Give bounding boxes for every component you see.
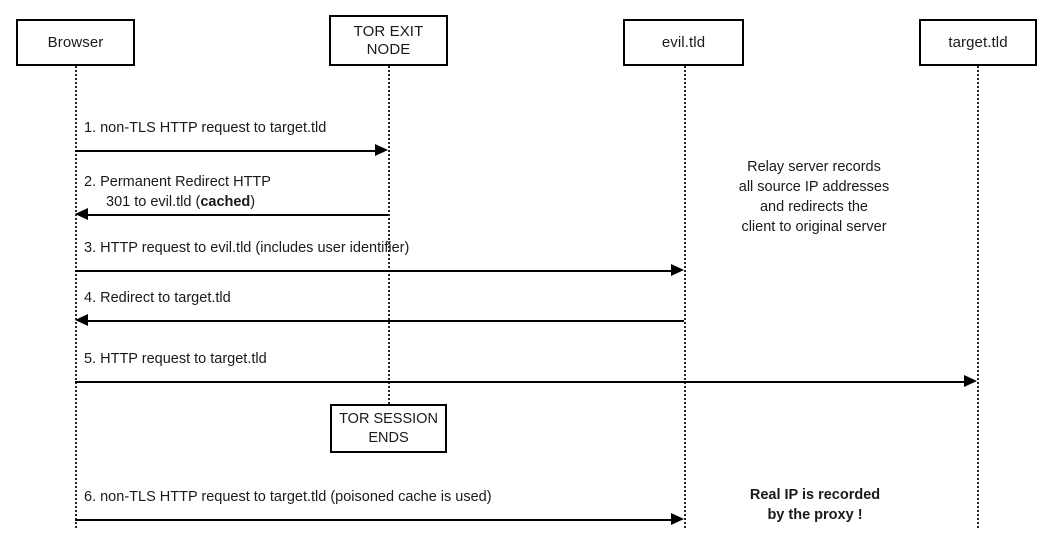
message-label-2-bold: cached xyxy=(200,194,251,210)
message-arrowhead-3 xyxy=(671,264,684,276)
tor-session-ends-line-2: ENDS xyxy=(368,429,409,446)
message-label-2-prefix: 301 to evil.tld ( xyxy=(106,194,201,210)
participant-label-browser: Browser xyxy=(47,33,104,51)
participant-box-target-tld[interactable]: target.tld xyxy=(919,19,1037,66)
message-arrowhead-4 xyxy=(75,314,88,326)
message-arrowhead-6 xyxy=(671,513,684,525)
lifeline-target-tld xyxy=(977,66,979,528)
note-relay-line-3: and redirects the xyxy=(759,199,868,215)
note-relay-server: Relay server records all source IP addre… xyxy=(694,157,934,237)
lifeline-evil-tld xyxy=(684,66,686,528)
note-real-ip-line-2: by the proxy ! xyxy=(767,507,863,523)
message-label-2-line2: 301 to evil.tld (cached) xyxy=(106,192,255,212)
message-label-2-suffix: ) xyxy=(250,194,256,210)
participant-box-browser[interactable]: Browser xyxy=(16,19,135,66)
message-arrowhead-1 xyxy=(375,144,388,156)
message-line-5 xyxy=(75,381,967,383)
message-line-2 xyxy=(88,214,388,216)
participant-label-tor-exit-line2: NODE xyxy=(366,40,411,58)
message-arrowhead-2 xyxy=(75,208,88,220)
note-relay-line-4: client to original server xyxy=(741,219,887,235)
note-real-ip-line-1: Real IP is recorded xyxy=(749,487,881,503)
lifeline-tor-exit-node xyxy=(388,66,390,404)
message-label-6: 6. non-TLS HTTP request to target.tld (p… xyxy=(84,489,492,505)
note-relay-line-2: all source IP addresses xyxy=(738,179,890,195)
message-line-6 xyxy=(75,519,674,521)
participant-box-tor-exit-node[interactable]: TOR EXIT NODE xyxy=(329,15,448,66)
message-line-1 xyxy=(75,150,378,152)
tor-session-ends-line-1: TOR SESSION xyxy=(339,410,438,427)
note-relay-line-1: Relay server records xyxy=(747,159,881,175)
message-arrowhead-5 xyxy=(964,375,977,387)
message-line-4 xyxy=(88,320,684,322)
message-line-3 xyxy=(75,270,674,272)
participant-box-evil-tld[interactable]: evil.tld xyxy=(623,19,744,66)
message-label-3: 3. HTTP request to evil.tld (includes us… xyxy=(84,240,410,256)
participant-label-target-tld: target.tld xyxy=(948,33,1008,51)
note-real-ip: Real IP is recorded by the proxy ! xyxy=(700,485,930,525)
participant-label-tor-exit-line1: TOR EXIT xyxy=(353,22,424,40)
message-label-4: 4. Redirect to target.tld xyxy=(84,290,231,306)
lifeline-browser xyxy=(75,66,77,528)
message-label-5: 5. HTTP request to target.tld xyxy=(84,351,267,367)
participant-label-evil-tld: evil.tld xyxy=(661,33,706,51)
tor-session-ends-box: TOR SESSION ENDS xyxy=(330,404,447,453)
message-label-1: 1. non-TLS HTTP request to target.tld xyxy=(84,120,327,136)
message-label-2-line1: 2. Permanent Redirect HTTP xyxy=(84,174,271,190)
